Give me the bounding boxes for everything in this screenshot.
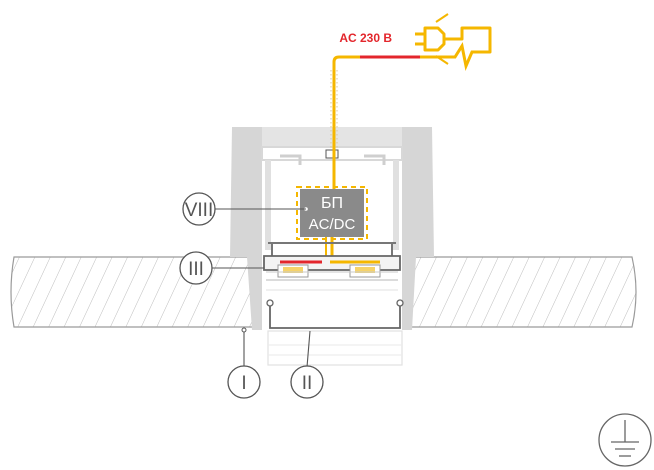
callout-VIII: VIII (182, 192, 216, 226)
callout-VIII-label: VIII (185, 200, 214, 221)
callout-II-label: II (302, 373, 313, 394)
callout-II: II (290, 365, 324, 399)
ground-symbol-icon (598, 413, 652, 467)
callout-III: III (179, 251, 213, 285)
led-profile-assembly (263, 242, 401, 291)
leader-dot-I (241, 327, 247, 333)
mounting-housing (230, 127, 434, 330)
supply-cable (330, 42, 476, 200)
callout-III-label: III (188, 259, 204, 280)
callout-I: I (227, 365, 261, 399)
supply-voltage-label: AC 230 В (339, 31, 392, 45)
psu-label-line1: БП (321, 195, 343, 212)
leader-lines (212, 208, 311, 368)
diffuser-bracket (266, 299, 404, 366)
psu-label-line2: AC/DC (309, 216, 356, 233)
callout-I-label: I (241, 373, 246, 394)
power-supply-unit: БП AC/DC (296, 186, 368, 240)
power-plug-icon (415, 13, 492, 65)
